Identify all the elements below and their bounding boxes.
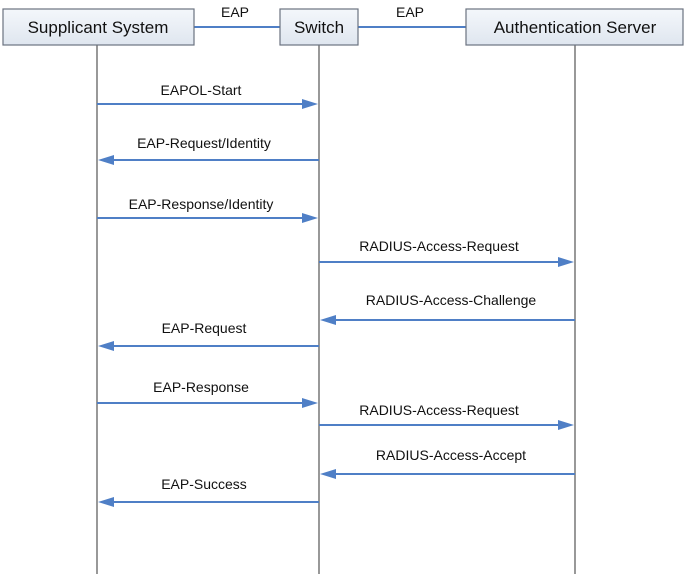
arrowhead-left (98, 155, 114, 165)
message-label: EAP-Request/Identity (137, 135, 271, 151)
arrowhead-left (98, 497, 114, 507)
message-eap-response: EAP-Response (97, 379, 318, 408)
message-radius-access-request-2: RADIUS-Access-Request (319, 402, 574, 430)
message-eap-request-identity: EAP-Request/Identity (98, 135, 319, 165)
message-eap-response-identity: EAP-Response/Identity (97, 196, 318, 223)
arrowhead-right (558, 257, 574, 267)
link-label-supplicant-switch: EAP (221, 4, 249, 20)
message-label: EAP-Request (162, 320, 247, 336)
message-radius-access-challenge: RADIUS-Access-Challenge (320, 292, 575, 325)
link-switch-auth: EAP (358, 4, 466, 27)
participant-label-auth: Authentication Server (494, 18, 657, 37)
participant-auth: Authentication Server (466, 9, 683, 45)
participant-label-switch: Switch (294, 18, 344, 37)
participant-switch: Switch (280, 9, 358, 45)
message-label: EAP-Response (153, 379, 249, 395)
message-label: EAPOL-Start (161, 82, 242, 98)
arrowhead-right (302, 398, 318, 408)
arrowhead-right (302, 99, 318, 109)
participant-supplicant: Supplicant System (3, 9, 194, 45)
message-label: RADIUS-Access-Challenge (366, 292, 537, 308)
message-label: EAP-Success (161, 476, 247, 492)
arrowhead-left (98, 341, 114, 351)
arrowhead-right (302, 213, 318, 223)
message-list: EAPOL-Start EAP-Request/Identity EAP-Res… (97, 82, 575, 507)
participant-label-supplicant: Supplicant System (28, 18, 169, 37)
message-eap-success: EAP-Success (98, 476, 319, 507)
link-supplicant-switch: EAP (194, 4, 280, 27)
message-label: EAP-Response/Identity (129, 196, 274, 212)
message-radius-access-accept: RADIUS-Access-Accept (320, 447, 575, 479)
arrowhead-left (320, 315, 336, 325)
message-radius-access-request-1: RADIUS-Access-Request (319, 238, 574, 267)
arrowhead-right (558, 420, 574, 430)
link-label-switch-auth: EAP (396, 4, 424, 20)
message-label: RADIUS-Access-Request (359, 402, 519, 418)
message-eap-request: EAP-Request (98, 320, 319, 351)
message-label: RADIUS-Access-Accept (376, 447, 526, 463)
arrowhead-left (320, 469, 336, 479)
message-label: RADIUS-Access-Request (359, 238, 519, 254)
message-eapol-start: EAPOL-Start (97, 82, 318, 109)
